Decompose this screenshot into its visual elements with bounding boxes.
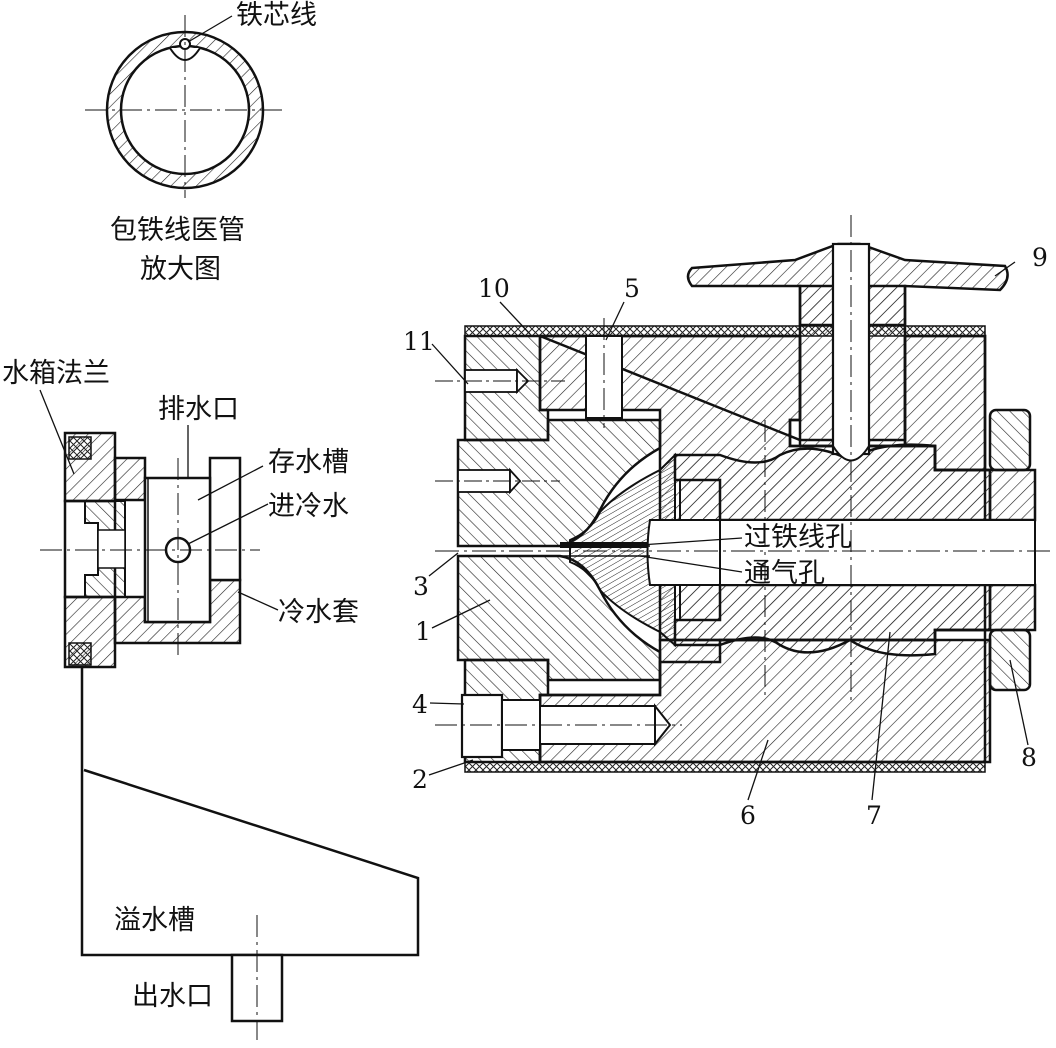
part-number-1: 1 <box>415 617 431 646</box>
label-water-outlet: 出水口 <box>132 981 213 1012</box>
label-overflow-tank: 溢水槽 <box>114 905 195 936</box>
part-number-3: 3 <box>413 572 429 601</box>
heater-band-bottom <box>464 761 986 773</box>
part-number-7: 7 <box>866 801 882 830</box>
label-iron-core-wire: 铁芯线 <box>236 0 317 31</box>
label-cold-water-inlet: 进冷水 <box>268 491 349 522</box>
part-number-8: 8 <box>1021 743 1037 772</box>
extrusion-head-section <box>428 215 1050 801</box>
part-number-9: 9 <box>1032 243 1048 272</box>
part-number-5: 5 <box>624 274 640 303</box>
label-cooling-jacket: 冷水套 <box>278 597 359 628</box>
label-vent-hole: 通气孔 <box>744 558 825 589</box>
part-number-11: 11 <box>403 327 435 356</box>
label-water-storage-groove: 存水槽 <box>268 447 349 478</box>
part-number-10: 10 <box>478 274 510 303</box>
heater-band-top <box>464 325 986 337</box>
part-number-2: 2 <box>412 765 428 794</box>
magnified-tube-view <box>85 15 285 198</box>
leader-iron-core <box>187 15 233 43</box>
label-iron-wire-hole: 过铁线孔 <box>744 522 852 553</box>
label-magnified-line2: 放大图 <box>140 254 221 285</box>
label-drain-outlet: 排水口 <box>158 394 239 425</box>
label-tank-flange: 水箱法兰 <box>2 358 110 389</box>
part-number-6: 6 <box>740 801 756 830</box>
part-number-4: 4 <box>412 690 428 719</box>
cooling-tank-assembly <box>39 389 420 1040</box>
label-magnified-line1: 包铁线医管 <box>110 215 245 246</box>
